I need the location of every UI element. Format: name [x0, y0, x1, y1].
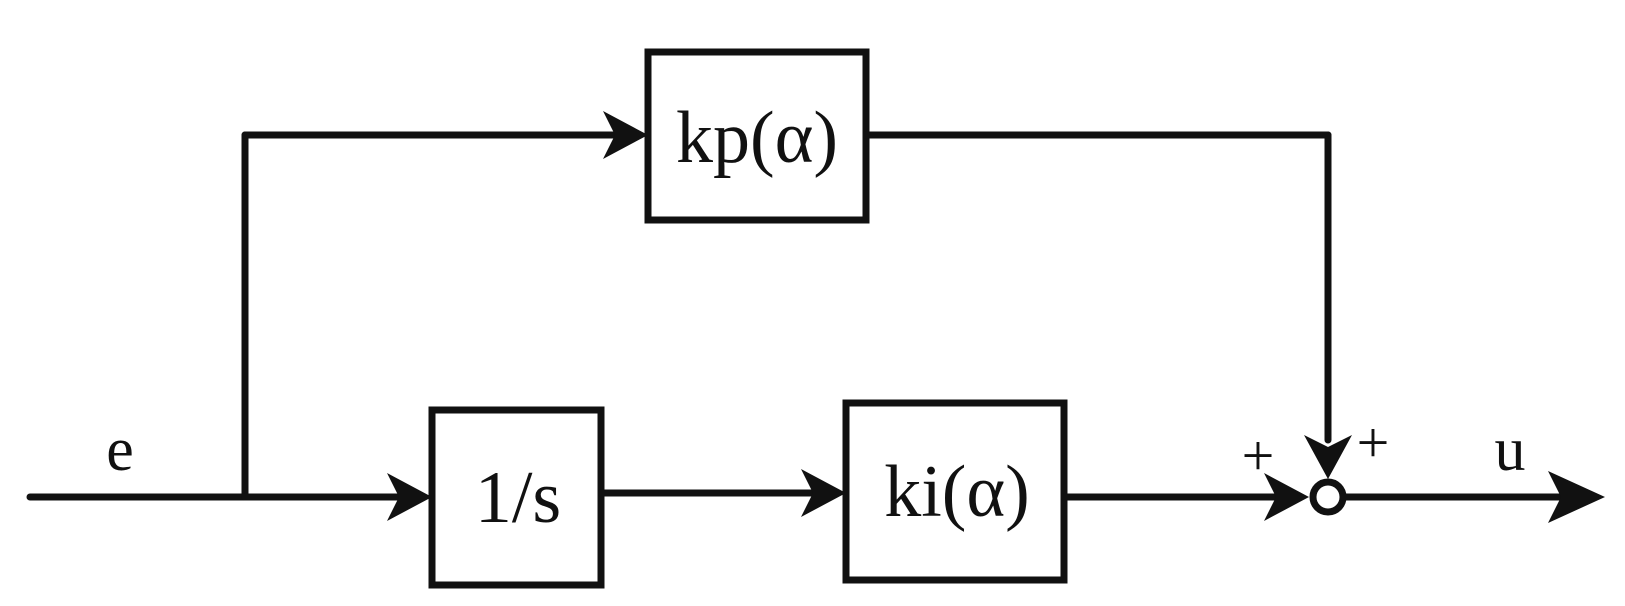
ki-input-arrow	[801, 469, 846, 517]
input-signal-label: e	[106, 416, 134, 484]
ki-block-label: ki(α)	[884, 451, 1030, 533]
kp-input-arrow	[603, 111, 648, 159]
integrator-block	[428, 406, 605, 589]
output-arrow	[1548, 471, 1605, 523]
sum-left-sign: +	[1242, 423, 1275, 488]
kp-block-label: kp(α)	[676, 97, 838, 179]
integrator-input-arrow	[387, 473, 432, 521]
kp-sum-arrow	[1304, 435, 1352, 479]
integrator-block-label: 1/s	[475, 457, 561, 539]
ki-block	[842, 399, 1068, 584]
summing-junction	[1309, 478, 1347, 516]
sum-top-sign: +	[1357, 410, 1390, 475]
output-signal-label: u	[1495, 416, 1526, 484]
ki-sum-arrow	[1264, 473, 1309, 521]
kp-block	[644, 48, 870, 224]
